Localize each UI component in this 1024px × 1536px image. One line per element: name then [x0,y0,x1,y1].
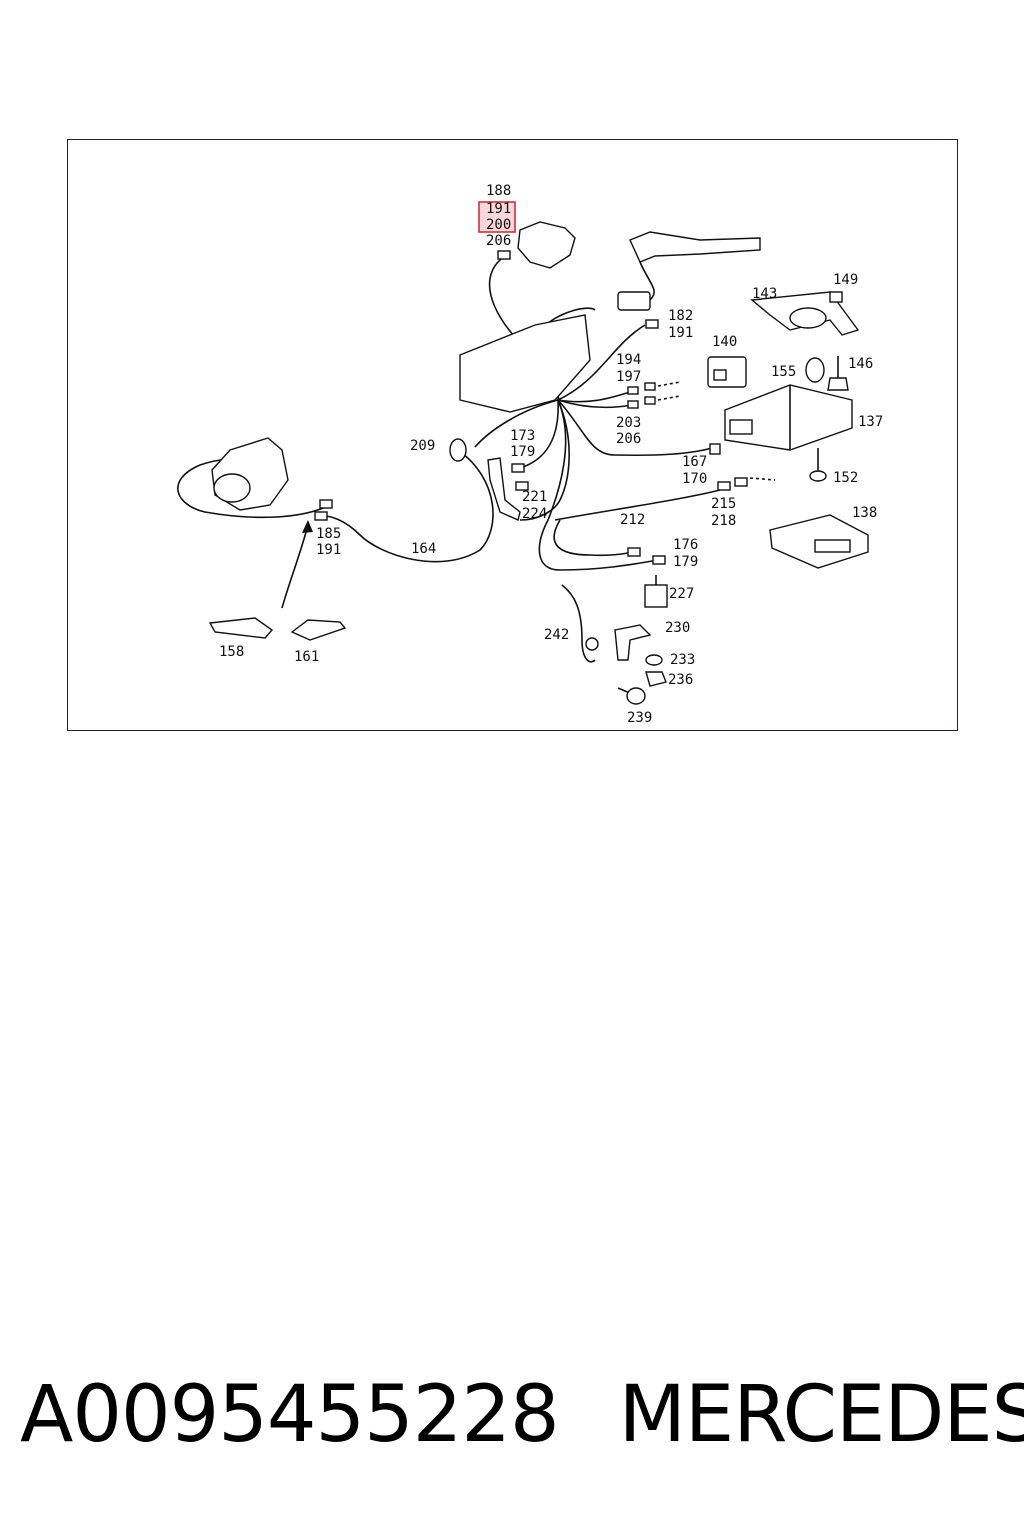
label-167: 167 [682,454,707,470]
arrow-line [281,524,309,609]
label-206b: 206 [616,431,641,447]
label-188: 188 [486,183,511,199]
label-203: 203 [616,415,641,431]
label-179b: 179 [673,554,698,570]
label-138: 138 [852,505,877,521]
label-221: 221 [522,489,547,505]
label-194: 194 [616,352,641,368]
part-shapes [208,221,869,705]
label-230: 230 [665,620,690,636]
part-labels: 188 191 200 206 182 191 149 143 140 155 … [219,183,883,726]
highlight-box [478,201,516,233]
label-149: 149 [833,272,858,288]
label-182: 182 [668,308,693,324]
label-239: 239 [627,710,652,726]
label-140: 140 [712,334,737,350]
label-146: 146 [848,356,873,372]
label-155: 155 [771,364,796,380]
label-179: 179 [510,444,535,460]
label-191c: 191 [316,542,341,558]
label-158: 158 [219,644,244,660]
label-206: 206 [486,233,511,249]
label-224: 224 [522,506,547,522]
label-242: 242 [544,627,569,643]
brand-name: MERCEDES [618,1370,1024,1460]
label-185: 185 [316,526,341,542]
label-200: 200 [486,217,511,233]
label-212: 212 [620,512,645,528]
label-236: 236 [668,672,693,688]
part-number: A0095455228 [20,1370,560,1460]
label-161: 161 [294,649,319,665]
label-143: 143 [752,286,777,302]
arrow-head [302,520,313,533]
label-170: 170 [682,471,707,487]
label-209: 209 [410,438,435,454]
caption: A0095455228 MERCEDES [20,1370,1024,1470]
label-173: 173 [510,428,535,444]
label-197: 197 [616,369,641,385]
label-164: 164 [411,541,436,557]
label-233: 233 [670,652,695,668]
label-218: 218 [711,513,736,529]
label-215: 215 [711,496,736,512]
label-191: 191 [486,201,511,217]
label-176: 176 [673,537,698,553]
label-191b: 191 [668,325,693,341]
label-137: 137 [858,414,883,430]
label-152: 152 [833,470,858,486]
label-227: 227 [669,586,694,602]
